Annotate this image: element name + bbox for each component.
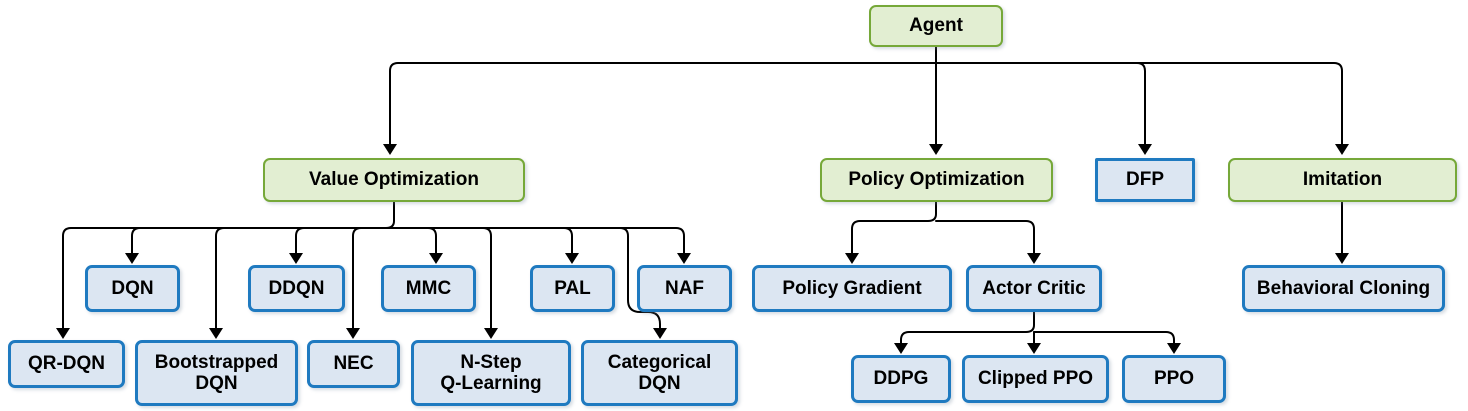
node-policy_opt[interactable]: Policy Optimization	[820, 158, 1053, 202]
connector-arrowhead	[845, 253, 859, 264]
node-clipped_ppo[interactable]: Clipped PPO	[962, 355, 1109, 403]
node-bootstrapped[interactable]: Bootstrapped DQN	[135, 340, 298, 406]
node-label-ppo: PPO	[1153, 368, 1195, 390]
connector-arrowhead	[383, 144, 397, 155]
connector-line	[295, 227, 395, 256]
connector-arrowhead	[894, 343, 908, 354]
node-label-n_step: N-Step Q-Learning	[440, 351, 542, 394]
connector-arrowhead	[125, 253, 139, 264]
connector-line	[851, 201, 937, 256]
connector-line	[935, 62, 1146, 146]
connector-arrowhead	[1335, 253, 1349, 264]
connector-arrowhead	[56, 328, 70, 339]
node-imitation[interactable]: Imitation	[1228, 158, 1457, 202]
node-n_step[interactable]: N-Step Q-Learning	[411, 340, 571, 406]
node-ppo[interactable]: PPO	[1122, 355, 1226, 403]
connector-line	[935, 62, 1343, 146]
node-value_opt[interactable]: Value Optimization	[263, 158, 525, 202]
node-categorical[interactable]: Categorical DQN	[581, 340, 738, 406]
node-label-naf: NAF	[664, 277, 705, 299]
connector-arrowhead	[484, 328, 498, 339]
node-label-ddqn: DDQN	[268, 277, 325, 299]
node-agent[interactable]: Agent	[869, 5, 1003, 47]
node-dqn[interactable]: DQN	[85, 265, 180, 312]
connector-arrowhead	[677, 253, 691, 264]
connector-line	[393, 227, 661, 333]
node-behav_cloning[interactable]: Behavioral Cloning	[1242, 265, 1445, 312]
connector-arrowhead	[1138, 144, 1152, 155]
connector-arrowhead	[653, 328, 667, 339]
node-label-value_opt: Value Optimization	[309, 169, 479, 191]
connector-arrowhead	[346, 328, 360, 339]
node-dfp[interactable]: DFP	[1095, 158, 1195, 202]
connector-arrowhead	[565, 253, 579, 264]
connector-line	[131, 227, 395, 256]
node-pal[interactable]: PAL	[530, 265, 615, 312]
node-label-ddpg: DDPG	[873, 368, 929, 390]
connector-arrowhead	[1027, 253, 1041, 264]
node-label-policy_opt: Policy Optimization	[848, 169, 1025, 191]
node-label-clipped_ppo: Clipped PPO	[977, 368, 1094, 390]
connector-line	[352, 227, 395, 333]
node-qr_dqn[interactable]: QR-DQN	[8, 340, 125, 388]
connector-arrowhead	[1027, 343, 1041, 354]
connector-arrowhead	[1167, 343, 1181, 354]
node-ddpg[interactable]: DDPG	[851, 355, 951, 403]
connector-arrowhead	[289, 253, 303, 264]
node-label-nec: NEC	[333, 353, 374, 375]
node-label-actor_critic: Actor Critic	[982, 277, 1086, 299]
node-label-behav_cloning: Behavioral Cloning	[1256, 277, 1431, 299]
connector-line	[935, 220, 1035, 256]
node-label-categorical: Categorical DQN	[607, 351, 712, 394]
node-actor_critic[interactable]: Actor Critic	[966, 265, 1102, 312]
connector-line	[389, 62, 937, 146]
node-nec[interactable]: NEC	[307, 340, 400, 388]
connector-line	[1033, 331, 1175, 348]
node-policy_grad[interactable]: Policy Gradient	[752, 265, 952, 312]
node-label-dfp: DFP	[1126, 169, 1164, 191]
node-label-dqn: DQN	[111, 277, 154, 299]
connector-arrowhead	[209, 328, 223, 339]
connector-arrowhead	[429, 253, 443, 264]
connector-line	[393, 227, 437, 256]
node-label-mmc: MMC	[405, 277, 452, 299]
connector-line	[215, 227, 395, 333]
node-label-bootstrapped: Bootstrapped DQN	[154, 351, 279, 394]
connector-line	[900, 311, 1035, 348]
connector-arrowhead	[1335, 144, 1349, 155]
node-label-imitation: Imitation	[1302, 169, 1383, 191]
connector-line	[393, 227, 573, 256]
node-label-pal: PAL	[554, 277, 591, 299]
node-label-qr_dqn: QR-DQN	[27, 353, 106, 375]
node-label-agent: Agent	[909, 15, 963, 37]
connector-arrowhead	[929, 144, 943, 155]
node-mmc[interactable]: MMC	[381, 265, 476, 312]
node-label-policy_grad: Policy Gradient	[782, 277, 922, 299]
node-naf[interactable]: NAF	[637, 265, 732, 312]
connector-line	[393, 227, 685, 256]
node-ddqn[interactable]: DDQN	[248, 265, 345, 312]
